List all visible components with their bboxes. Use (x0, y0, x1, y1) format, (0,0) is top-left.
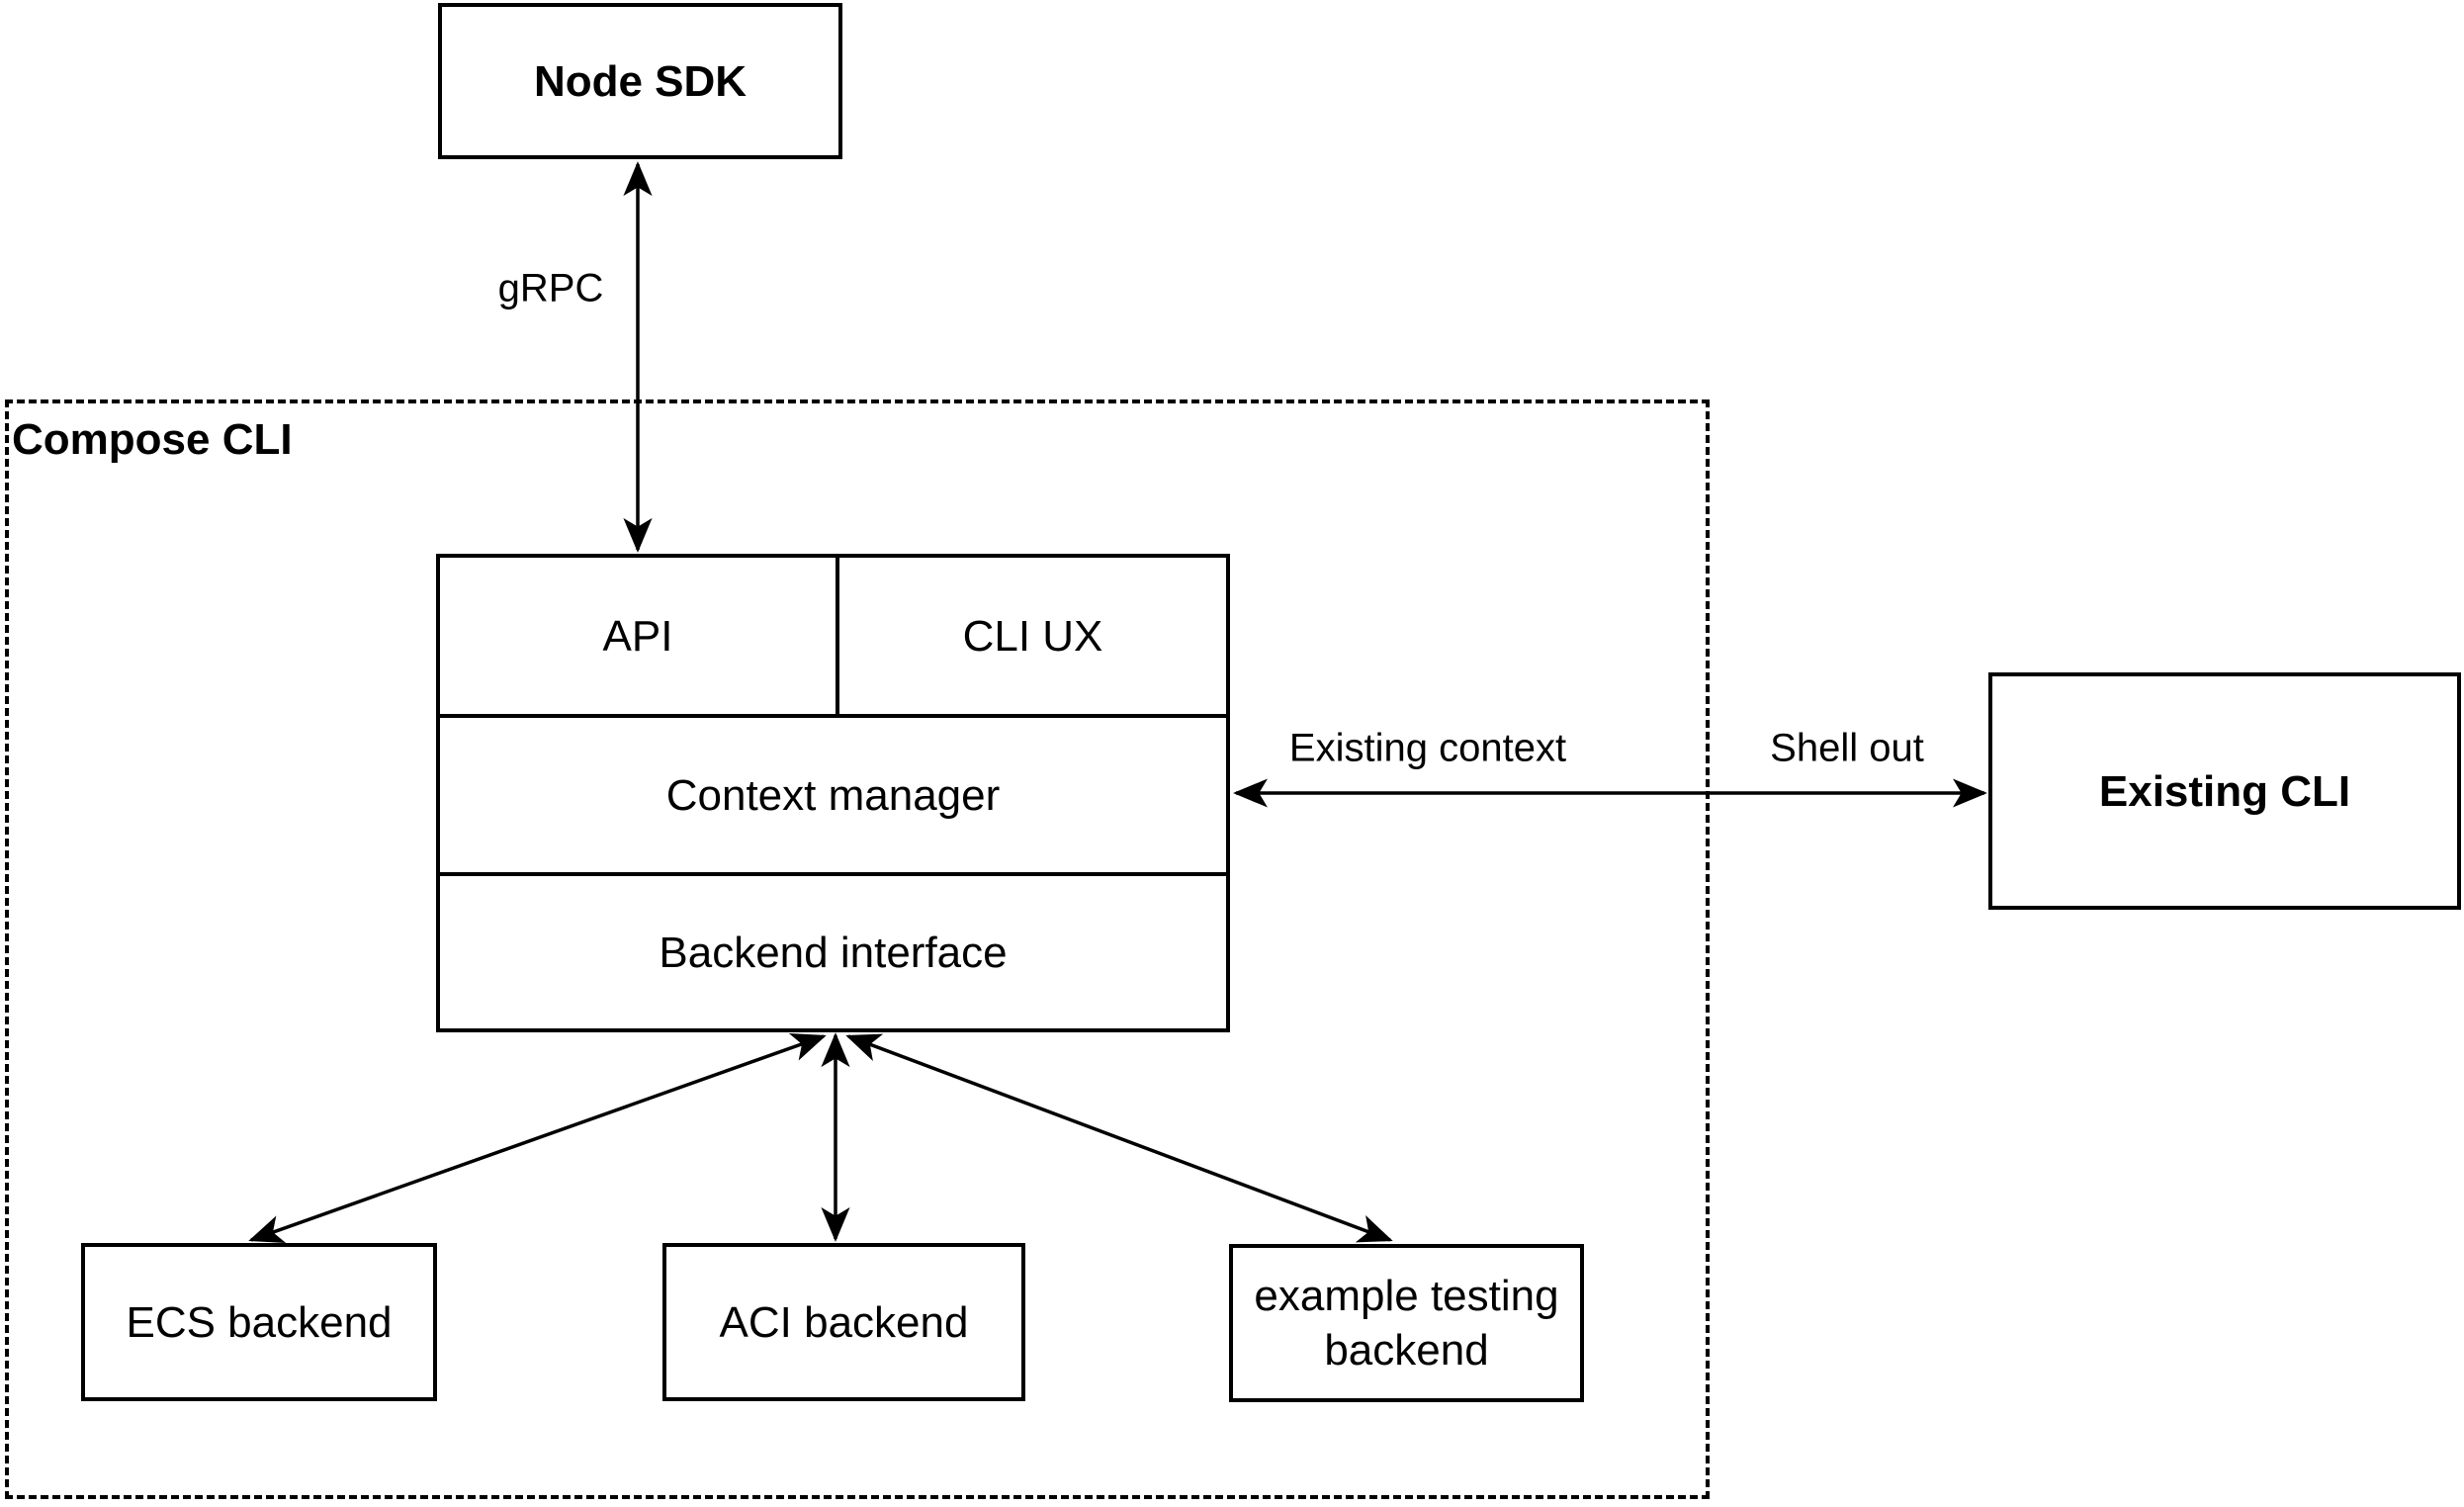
existing-cli-box: Existing CLI (1988, 672, 2461, 910)
shell-out-edge-label: Shell out (1766, 726, 1928, 771)
compose-cli-group-title: Compose CLI (12, 415, 293, 464)
context-manager-label: Context manager (665, 770, 1001, 820)
cli-ux-cell: CLI UX (839, 558, 1226, 714)
backend-interface-cell: Backend interface (440, 872, 1226, 1028)
example-testing-backend-box: example testing backend (1229, 1244, 1584, 1402)
example-testing-backend-label: example testing backend (1254, 1272, 1559, 1374)
ecs-backend-box: ECS backend (81, 1243, 437, 1401)
compose-cli-core-box: API CLI UX Context manager Backend inter… (436, 554, 1230, 1032)
context-manager-cell: Context manager (440, 714, 1226, 872)
api-label: API (602, 611, 673, 661)
api-cliux-row: API CLI UX (440, 558, 1226, 714)
grpc-edge-label: gRPC (493, 266, 608, 311)
existing-cli-label: Existing CLI (2098, 766, 2351, 816)
node-sdk-box: Node SDK (438, 3, 842, 159)
aci-backend-box: ACI backend (662, 1243, 1025, 1401)
aci-backend-label: ACI backend (719, 1297, 969, 1347)
backend-interface-label: Backend interface (659, 928, 1008, 977)
compose-cli-group (5, 399, 1710, 1499)
cli-ux-label: CLI UX (962, 611, 1103, 661)
existing-context-edge-label: Existing context (1284, 726, 1571, 771)
node-sdk-label: Node SDK (533, 56, 748, 106)
ecs-backend-label: ECS backend (126, 1297, 393, 1347)
api-cell: API (440, 558, 839, 714)
